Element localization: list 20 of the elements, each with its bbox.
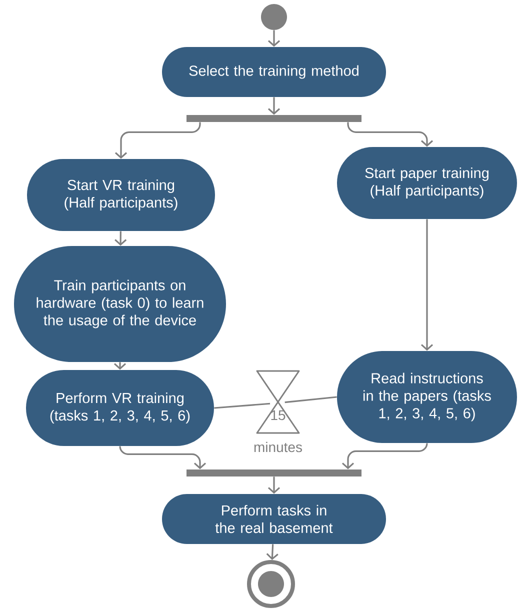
end-node [247, 560, 295, 608]
arrow [266, 544, 278, 560]
action-box: Start VR training (Half participants) [27, 159, 215, 231]
arrow [268, 97, 280, 115]
arrow [342, 443, 428, 470]
action-box: Read instructions in the papers (tasks 1, 2, 3, 4, 5, 6) [337, 351, 517, 443]
arrow [119, 446, 206, 470]
sync-bar [186, 115, 362, 122]
sync-bar [186, 470, 362, 476]
action-box: Start paper training (Half participants) [337, 147, 517, 219]
arrow [420, 219, 434, 351]
duration-label: minutes [254, 442, 302, 452]
arrow [268, 476, 280, 494]
action-box: Perform VR training (tasks 1, 2, 3, 4, 5, 6) [26, 370, 214, 446]
action-box: Select the training method [162, 47, 386, 97]
arrow [114, 231, 127, 246]
start-node [261, 4, 287, 30]
action-box: Perform tasks in the real basement [162, 494, 386, 544]
arrow [268, 30, 280, 47]
action-box: Train participants on hardware (task 0) to learn the usage of the device [14, 246, 226, 362]
